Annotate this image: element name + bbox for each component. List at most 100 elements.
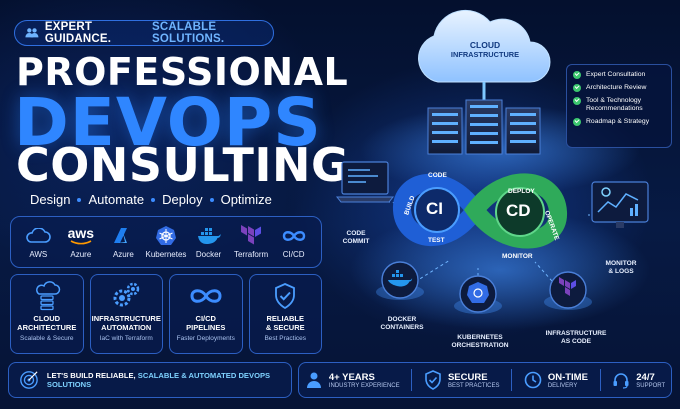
ci-label: CI [426, 199, 443, 218]
gears-icon [113, 282, 140, 307]
docker-node [376, 261, 424, 300]
headset-icon [613, 373, 629, 389]
divider [511, 369, 513, 391]
divider [599, 369, 601, 391]
checklist-label: Expert Consultation [586, 71, 646, 78]
service-subtitle: IaC with Terraform [99, 335, 153, 342]
infinity-icon [282, 231, 305, 241]
tool-cicd: CI/CD [273, 225, 315, 259]
cloud-label-line2: INFRASTRUCTURE [450, 50, 520, 59]
check-icon [573, 118, 581, 126]
tool-label: AWS [29, 250, 48, 259]
stat-label: DELIVERY [547, 382, 578, 389]
tagline-optimize: Optimize [220, 192, 272, 207]
cloud-label: CLOUD INFRASTRUCTURE [445, 40, 525, 60]
check-icon [573, 71, 581, 79]
service-title: CI/CD PIPELINES [186, 314, 226, 332]
tool-label: CI/CD [282, 250, 305, 259]
stat-value: 4+ YEARS [328, 371, 375, 383]
tool-label: Azure [70, 250, 92, 259]
ci-cd-loop [393, 173, 567, 249]
bullet-dot [209, 197, 214, 202]
checklist-item: Tool & Technology Recommendations [573, 97, 665, 113]
users-icon [25, 28, 39, 38]
bullet-dot [151, 197, 156, 202]
shield-check-icon [275, 283, 296, 310]
shield-check-icon [425, 370, 441, 390]
cloud-stack-icon [35, 281, 60, 311]
laptop-icon [335, 161, 395, 203]
cd-step-monitor: MONITOR [502, 253, 533, 260]
service-cicd-pipelines: CI/CD PIPELINES Faster Deployments [169, 274, 243, 354]
clock-icon [524, 371, 542, 389]
ci-step-test: TEST [428, 237, 445, 244]
cta-highlight: SCALABLE & AUTOMATED DEVOPS SOLUTIONS [46, 371, 271, 389]
service-reliable-secure: RELIABLE & SECURE Best Practices [248, 274, 322, 354]
docker-icon [197, 228, 221, 244]
checklist-item: Roadmap & Strategy [573, 118, 665, 126]
cd-step-deploy: DEPLOY [508, 188, 535, 195]
title-line-2: DEVOPS [14, 84, 322, 161]
aws-logo-icon: aws [68, 225, 94, 247]
service-title: INFRASTRUCTURE AUTOMATION [91, 314, 161, 332]
tools-row: AWS aws Azure Azure Kubernetes Docker Te… [10, 216, 322, 268]
target-icon [20, 371, 38, 389]
stat-value: ON-TIME [547, 371, 588, 383]
bullet-dot [77, 197, 82, 202]
check-icon [573, 84, 581, 92]
cloud-label-line1: CLOUD [469, 40, 501, 50]
tool-label: Kubernetes [145, 250, 187, 259]
service-subtitle: Best Practices [264, 335, 307, 342]
checklist-label: Tool & Technology Recommendations [586, 97, 643, 112]
service-subtitle: Faster Deployments [176, 335, 235, 342]
cd-label: CD [506, 201, 531, 220]
badge-text-2: SCALABLE SOLUTIONS. [152, 21, 225, 45]
badge-text-1: EXPERT GUIDANCE. [44, 21, 112, 45]
stat-label: SUPPORT [636, 382, 666, 389]
service-subtitle: Scalable & Secure [20, 335, 74, 342]
services-checklist: Expert Consultation Architecture Review … [566, 64, 672, 148]
iac-label: INFRASTRUCTURE AS CODE [545, 330, 607, 345]
tool-kubernetes: Kubernetes [145, 225, 187, 259]
tagline: Design Automate Deploy Optimize [30, 192, 272, 207]
ci-step-code: CODE [428, 172, 447, 179]
azure-icon [114, 228, 128, 243]
tool-label: Azure [112, 250, 134, 259]
tagline-deploy: Deploy [162, 192, 203, 207]
person-icon [306, 372, 321, 388]
terraform-node [544, 271, 592, 310]
code-commit-label: CODE COMMIT [342, 230, 370, 245]
top-badge: EXPERT GUIDANCE. SCALABLE SOLUTIONS. [14, 20, 274, 46]
stat-value: 24/7 [636, 371, 655, 383]
divider [411, 369, 413, 391]
tagline-design: Design [30, 192, 71, 207]
terraform-icon [241, 225, 262, 245]
tool-docker: Docker [188, 225, 230, 259]
title-line-1: PROFESSIONAL [16, 50, 349, 94]
stat-value: SECURE [447, 371, 488, 383]
services-row: CLOUD ARCHITECTURE Scalable & Secure INF… [10, 274, 322, 354]
cloud-icon [26, 228, 52, 243]
checklist-item: Architecture Review [573, 84, 665, 92]
monitor-logs-label: MONITOR & LOGS [605, 260, 637, 275]
tool-label: Docker [195, 250, 222, 259]
tool-aws-logo: aws Azure [60, 225, 102, 259]
kubernetes-icon [155, 226, 176, 245]
monitor-icon [591, 181, 649, 228]
tool-azure: Azure [102, 225, 144, 259]
service-cloud-architecture: CLOUD ARCHITECTURE Scalable & Secure [10, 274, 84, 354]
kubernetes-label: KUBERNETES ORCHESTRATION [451, 334, 509, 349]
check-icon [573, 97, 581, 105]
kubernetes-node [454, 275, 502, 314]
service-title: CLOUD ARCHITECTURE [17, 314, 77, 332]
cloud-infrastructure [418, 9, 551, 110]
cta-banner: LET'S BUILD RELIABLE, SCALABLE & AUTOMAT… [8, 362, 292, 398]
checklist-label: Architecture Review [586, 84, 647, 91]
docker-label: DOCKER CONTAINERS [380, 316, 424, 331]
title-line-3: CONSULTING [16, 138, 350, 192]
tool-label: Terraform [233, 250, 269, 259]
